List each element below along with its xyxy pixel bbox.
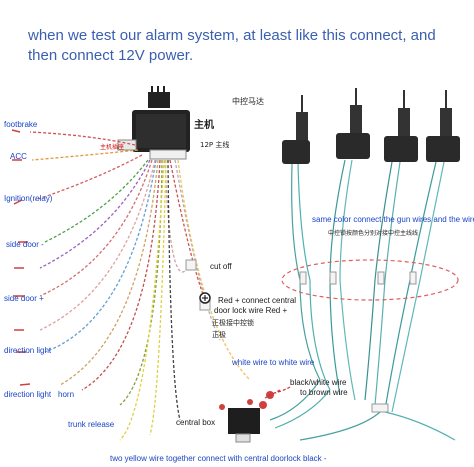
label-central-box: central box <box>176 418 216 427</box>
label-cut-off: cut off <box>210 262 232 271</box>
label-same-color: same color connect the gun wires and the… <box>312 215 474 224</box>
motor-4 <box>426 90 460 162</box>
pointer-arrows <box>264 386 291 399</box>
label-motor-cn: 中控马达 <box>232 97 264 106</box>
label-bottom-note: two yellow wire together connect with ce… <box>110 454 327 463</box>
label-direction-light-2: direction light <box>4 390 52 399</box>
label-red-plus-cn-2: 正极 <box>212 331 226 339</box>
motor-3 <box>384 90 418 162</box>
header-text: when we test our alarm system, at least … <box>28 26 468 66</box>
header-line-2: then connect 12V power. <box>28 47 194 64</box>
label-main-unit-cn: 主机 <box>194 120 214 131</box>
label-ignition: Ignition(relay) <box>4 194 53 203</box>
label-footbrake: footbrake <box>4 120 38 129</box>
label-red-plus-2: door lock wire Red + <box>214 306 288 315</box>
motor-1 <box>282 95 310 164</box>
motor-2 <box>336 88 370 159</box>
label-red-plus-1: Red + connect central <box>218 296 297 305</box>
label-trunk-release: trunk release <box>68 420 115 429</box>
main-unit <box>117 86 190 160</box>
label-black-white: black/white wire <box>290 378 347 387</box>
label-white-wire: white wire to white wire <box>232 358 315 367</box>
connection-ellipse <box>281 259 459 301</box>
label-horn: horn <box>58 390 75 399</box>
label-side-door-minus: side door - <box>6 240 44 249</box>
label-side-door-plus: side door + <box>4 294 44 303</box>
label-acc: ACC <box>10 152 27 161</box>
door-lock-motors <box>282 88 460 164</box>
label-same-color-cn: 中控锁按颜色分别对接中控主线线 <box>328 230 419 237</box>
label-plug-left: 主机插座 <box>100 144 125 151</box>
label-red-plus-cn: 正极接中控锁 <box>212 319 254 327</box>
label-direction-light-1: direction light <box>4 346 52 355</box>
label-12p-plug: 12P 主线 <box>200 141 230 149</box>
central-box <box>228 408 260 443</box>
label-to-brown: to brown wire <box>300 388 348 397</box>
terminal-pins <box>11 129 31 386</box>
header-line-1: when we test our alarm system, at least … <box>28 27 436 44</box>
wire-fan <box>29 131 251 441</box>
